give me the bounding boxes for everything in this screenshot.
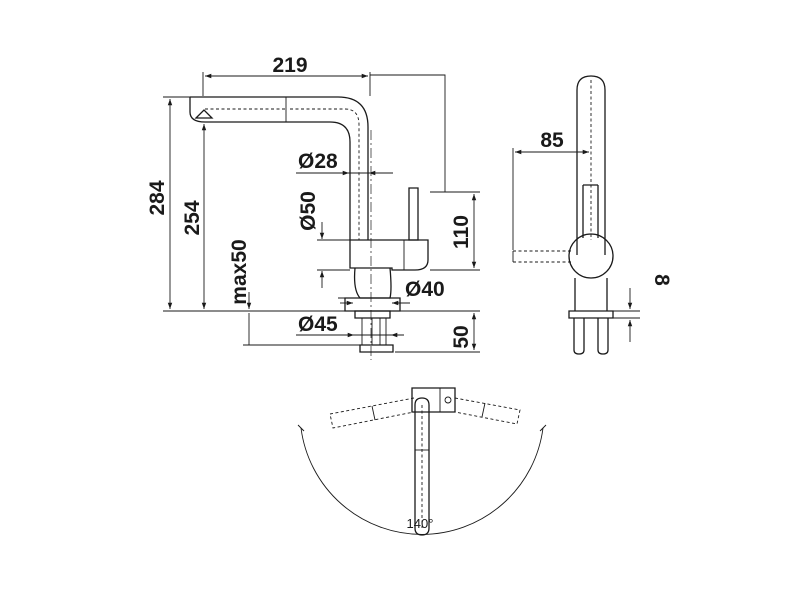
dim-110: 110 [430, 191, 480, 271]
dim-dia28-label: Ø28 [298, 150, 338, 173]
dim-dia40: Ø40 [338, 278, 445, 306]
dim-110-label: 110 [450, 215, 473, 249]
dim-dia50: Ø50 [297, 191, 350, 288]
dim-dia45-label: Ø45 [298, 313, 338, 336]
dim-50: 50 [395, 310, 480, 353]
dim-max50-label: max50 [228, 239, 251, 304]
swivel-angle-label: 140° [407, 516, 434, 531]
dim-85: 85 [512, 129, 589, 250]
side-view: 219 284 254 max50 Ø28 [146, 54, 480, 360]
faucet-front-outline [512, 75, 614, 355]
dim-254: 254 [181, 124, 207, 309]
dim-85-label: 85 [540, 129, 564, 152]
dim-dia45: Ø45 [296, 313, 404, 338]
dim-dia50-label: Ø50 [297, 191, 320, 231]
dim-8: 8 [613, 274, 673, 342]
dim-50-label: 50 [450, 325, 473, 348]
dim-dia28: Ø28 [296, 150, 393, 176]
dim-254-label: 254 [181, 200, 204, 235]
front-view: 85 8 [512, 75, 673, 355]
dim-284: 284 [146, 96, 190, 309]
faucet-top-outline [297, 387, 547, 536]
dim-284-label: 284 [146, 180, 169, 215]
dim-dia40-label: Ø40 [405, 278, 445, 301]
dim-8-label: 8 [650, 274, 673, 286]
dim-219-label: 219 [272, 54, 307, 77]
top-view: 140° [297, 387, 547, 536]
dim-219: 219 [202, 54, 446, 192]
dim-max50: max50 [228, 239, 360, 346]
